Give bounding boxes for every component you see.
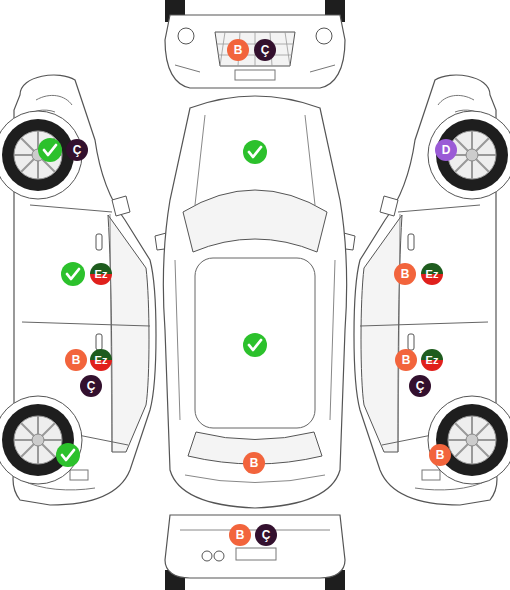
- damage-badge: D: [435, 139, 457, 161]
- damage-code: Ç: [261, 44, 270, 56]
- damage-code: B: [402, 354, 411, 366]
- damage-badge: B: [229, 524, 251, 546]
- badge-fill: [435, 139, 457, 161]
- badge-fill: [394, 263, 416, 285]
- damage-badge: B: [395, 349, 417, 371]
- damage-code: Ç: [87, 380, 96, 392]
- damage-badge: Ez: [90, 263, 112, 285]
- badge-fill: [227, 39, 249, 61]
- damage-badge: Ç: [254, 39, 276, 61]
- damage-code: Ez: [95, 269, 108, 280]
- damage-code: B: [401, 268, 410, 280]
- badge-fill: [66, 139, 88, 161]
- damage-code: Ç: [416, 380, 425, 392]
- damage-code: B: [236, 529, 245, 541]
- damage-badge: B: [227, 39, 249, 61]
- damage-badge: Ç: [66, 139, 88, 161]
- damage-code: B: [234, 44, 243, 56]
- damage-code: D: [442, 144, 451, 156]
- damage-badge: B: [394, 263, 416, 285]
- damage-code: B: [250, 457, 259, 469]
- damage-badge: Ez: [421, 349, 443, 371]
- badge-fill: [80, 375, 102, 397]
- badge-fill: [395, 349, 417, 371]
- damage-badge: B: [429, 444, 451, 466]
- damage-badge: Ez: [421, 263, 443, 285]
- damage-code: Ez: [95, 355, 108, 366]
- damage-code: B: [436, 449, 445, 461]
- damage-code: Ez: [426, 269, 439, 280]
- badge-fill: [243, 452, 265, 474]
- damage-badge: B: [243, 452, 265, 474]
- badge-fill: [429, 444, 451, 466]
- damage-badge: Ç: [80, 375, 102, 397]
- damage-code: Ç: [73, 144, 82, 156]
- badge-fill: [255, 524, 277, 546]
- badge-fill: [409, 375, 431, 397]
- badge-fill: [65, 349, 87, 371]
- damage-badge: Ç: [409, 375, 431, 397]
- damage-badge: Ez: [90, 349, 112, 371]
- damage-code: Ç: [262, 529, 271, 541]
- damage-badge: B: [65, 349, 87, 371]
- damage-code: B: [72, 354, 81, 366]
- badge-fill: [229, 524, 251, 546]
- damage-code: Ez: [426, 355, 439, 366]
- badge-fill: [254, 39, 276, 61]
- damage-badge: Ç: [255, 524, 277, 546]
